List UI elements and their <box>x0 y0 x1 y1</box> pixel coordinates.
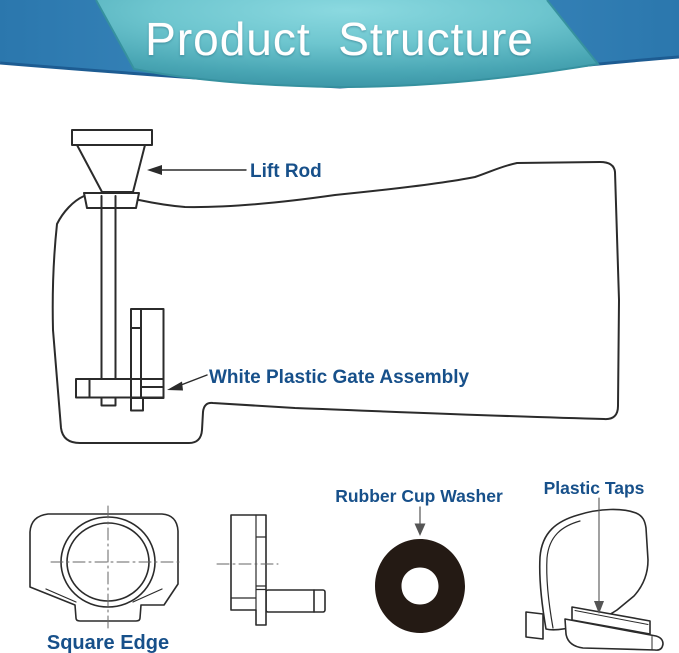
lift-rod-label: Lift Rod <box>250 161 322 182</box>
lift-rod-graphic <box>71 129 153 380</box>
lift-rod-cap <box>71 129 153 146</box>
square-edge-chamfer-lines <box>45 588 163 603</box>
header-banner <box>0 0 679 89</box>
banner-teal-panel <box>96 0 598 87</box>
taps-back-rail-topline <box>574 610 649 625</box>
gate-plate-tab <box>130 397 144 412</box>
gate-assembly-arrow-line <box>180 374 208 386</box>
lift-rod-funnel <box>76 144 146 193</box>
side-view-body-outline <box>230 514 267 626</box>
gate-assembly-label: White Plastic Gate Assembly <box>209 367 470 388</box>
gate-detail-lines <box>88 308 165 399</box>
square-edge-label: Square Edge <box>47 632 169 653</box>
gate-rod-stub <box>100 396 117 407</box>
square-edge-centerlines <box>50 505 182 631</box>
square-edge-outline <box>29 513 179 622</box>
side-view-detail-lines <box>230 514 267 611</box>
gate-assembly-graphic <box>75 308 165 412</box>
rubber-cup-washer-label: Rubber Cup Washer <box>335 486 503 506</box>
gate-vertical-plate <box>130 308 165 399</box>
lift-rod-shaft <box>100 195 117 380</box>
plastic-taps-label: Plastic Taps <box>544 478 645 498</box>
lift-rod-collar <box>83 192 140 209</box>
side-view-part-graphic <box>216 514 326 626</box>
banner-teal-edge <box>95 0 600 89</box>
taps-arrowhead-icon <box>594 601 604 614</box>
taps-plate-thickness-line <box>546 520 581 629</box>
lift-rod-arrowhead-icon <box>147 165 162 175</box>
washer-donut <box>375 539 465 633</box>
taps-front-rail <box>564 618 664 651</box>
gate-assembly-arrowhead-icon <box>167 381 183 391</box>
side-view-arm <box>265 589 326 613</box>
rubber-cup-washer-graphic <box>375 506 465 633</box>
washer-arrowhead-icon <box>414 523 426 536</box>
taps-side-tab <box>525 611 544 640</box>
square-edge-graphic <box>29 505 182 631</box>
drain-body-outline <box>51 161 620 444</box>
plastic-taps-graphic <box>525 497 664 651</box>
